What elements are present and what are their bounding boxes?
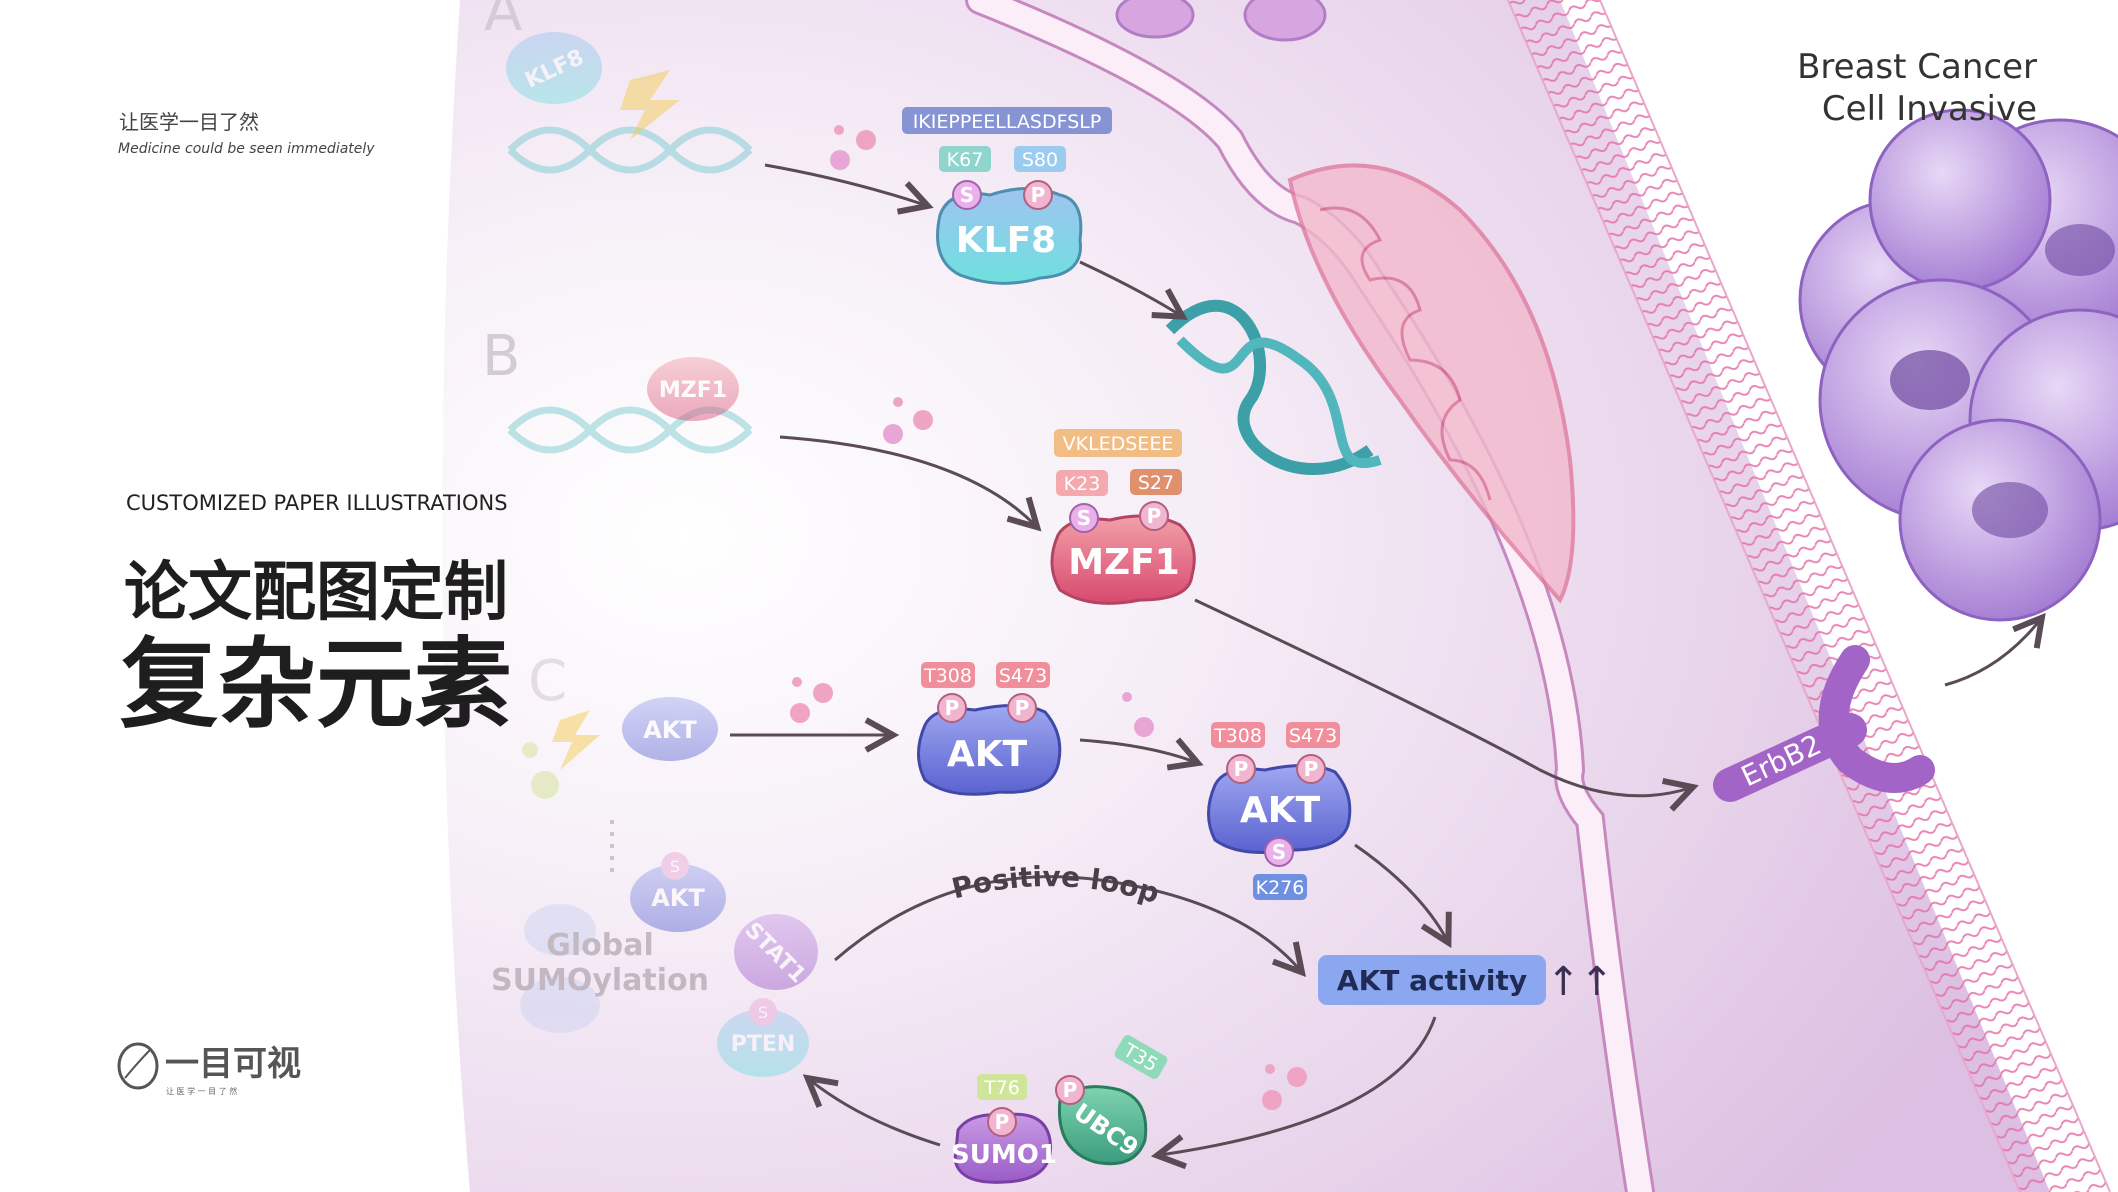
brand-logo-text: 一目可视 xyxy=(165,1044,301,1084)
faded-akt-b: S AKT xyxy=(630,852,726,932)
sumo-s-icon: S xyxy=(960,183,974,207)
faded-pten-label: PTEN xyxy=(731,1032,796,1057)
headline-eyebrow: CUSTOMIZED PAPER ILLUSTRATIONS xyxy=(126,491,508,515)
figure-title-line1: Breast Cancer xyxy=(1797,47,2037,87)
phospho-p-icon: P xyxy=(995,1110,1010,1134)
panel-b-label: B xyxy=(482,324,520,389)
dna-helix-a xyxy=(507,126,753,174)
global-sumoylation: Global SUMOylation xyxy=(491,820,709,1033)
mzf1-label: MZF1 xyxy=(1068,542,1180,583)
phospho-p-icon: P xyxy=(1234,757,1249,781)
brand-logo-sub: 让 医 学 一 目 了 然 xyxy=(166,1086,237,1096)
mzf1-site-s27: S27 xyxy=(1138,472,1174,494)
klf8-site-s80: S80 xyxy=(1022,149,1058,171)
faded-s-label: S xyxy=(670,857,680,876)
headline-line1: 论文配图定制 xyxy=(124,556,508,630)
sumo1-site-t76: T76 xyxy=(983,1077,1020,1099)
cell-membrane xyxy=(1507,0,2111,1192)
dna-helix-main xyxy=(1165,299,1382,475)
breast-cancer-cell-cluster xyxy=(1798,108,2118,622)
sumo1-label: SUMO1 xyxy=(951,1140,1057,1170)
pathway-arrows xyxy=(730,163,2040,1155)
akt-protein-2: T308 S473 P P S AKT K276 xyxy=(1207,722,1352,900)
akt-activity-box: AKT activity ↑↑ xyxy=(1318,955,1614,1005)
sumo-s-icon: S xyxy=(1272,840,1286,864)
klf8-sequence: IKIEPPEELLASDFSLP xyxy=(913,111,1102,133)
faded-akt-label: AKT xyxy=(651,884,705,912)
ubc9-protein: T35 P UBC9 xyxy=(1055,1035,1168,1166)
mitochondrion xyxy=(1287,163,1576,604)
phospho-p-icon: P xyxy=(1147,504,1162,528)
brand-logo: 一目可视 让 医 学 一 目 了 然 xyxy=(117,1042,301,1096)
akt-site-t308: T308 xyxy=(1213,725,1262,747)
panel-letters: A B C xyxy=(482,0,567,714)
phospho-p-icon: P xyxy=(1015,696,1030,720)
klf8-site-k67: K67 xyxy=(947,149,984,171)
sumo1-protein: T76 P SUMO1 xyxy=(951,1074,1057,1184)
akt-site-s473: S473 xyxy=(999,665,1047,687)
global-label: Global xyxy=(546,928,654,963)
increase-arrows-icon: ↑↑ xyxy=(1546,959,1613,1005)
klf8-label: KLF8 xyxy=(956,220,1056,261)
akt-site-s473: S473 xyxy=(1289,725,1337,747)
faded-klf8: KLF8 xyxy=(506,32,602,104)
akt-site-t308: T308 xyxy=(923,665,972,687)
akt-activity-label: AKT activity xyxy=(1337,964,1527,997)
faded-pten: S PTEN xyxy=(717,998,809,1077)
brand-slogan-en: Medicine could be seen immediately xyxy=(118,141,375,157)
brand-slogan-cn: 让医学一目了然 xyxy=(119,110,259,134)
panel-a-label: A xyxy=(484,0,522,44)
akt-protein-1: T308 S473 P P AKT xyxy=(917,662,1062,796)
sumoylation-label: SUMOylation xyxy=(491,963,709,998)
faded-akt-a: AKT xyxy=(622,697,718,761)
phospho-p-icon: P xyxy=(1031,183,1046,207)
figure-title-line2: Cell Invasive xyxy=(1822,89,2037,129)
faded-mzf1: MZF1 xyxy=(647,357,739,421)
phospho-p-icon: P xyxy=(1304,757,1319,781)
mzf1-sequence: VKLEDSEEE xyxy=(1063,433,1174,455)
free-modifier-bubbles xyxy=(790,125,1307,1110)
akt-label: AKT xyxy=(1240,790,1321,831)
lightning-icon xyxy=(522,70,680,799)
panel-c-label: C xyxy=(528,649,567,714)
faded-mzf1-label: MZF1 xyxy=(659,378,727,403)
faded-akt-label: AKT xyxy=(643,716,697,744)
mzf1-protein: VKLEDSEEE K23 S27 S P MZF1 xyxy=(1050,429,1196,605)
faded-s-label: S xyxy=(758,1003,768,1022)
mzf1-site-k23: K23 xyxy=(1064,473,1101,495)
akt-site-k276: K276 xyxy=(1256,877,1305,899)
klf8-protein: IKIEPPEELLASDFSLP K67 S80 S P KLF8 xyxy=(902,107,1112,285)
phospho-p-icon: P xyxy=(1063,1078,1078,1102)
phospho-p-icon: P xyxy=(945,696,960,720)
akt-label: AKT xyxy=(947,734,1028,775)
sumo-s-icon: S xyxy=(1077,506,1091,530)
faded-stat1: STAT1 xyxy=(734,914,818,990)
headline-line2: 复杂元素 xyxy=(120,628,512,742)
